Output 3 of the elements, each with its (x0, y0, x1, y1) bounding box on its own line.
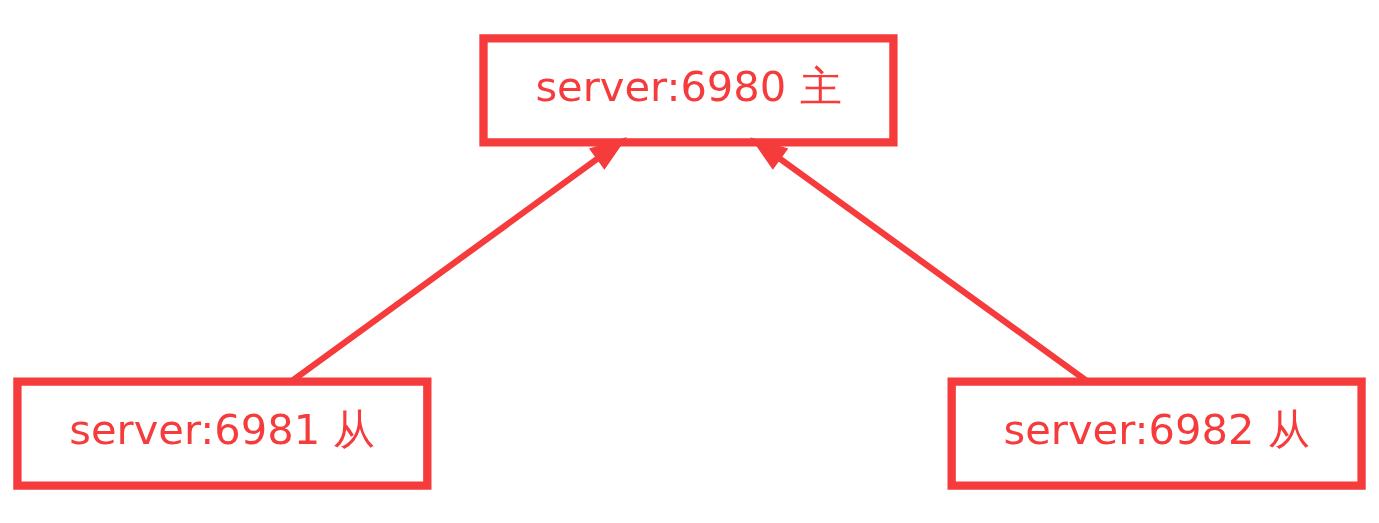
node-box: server:6982 从 (947, 376, 1366, 490)
node-box: server:6980 主 (479, 33, 898, 146)
node-box: server:6981 从 (13, 376, 432, 490)
